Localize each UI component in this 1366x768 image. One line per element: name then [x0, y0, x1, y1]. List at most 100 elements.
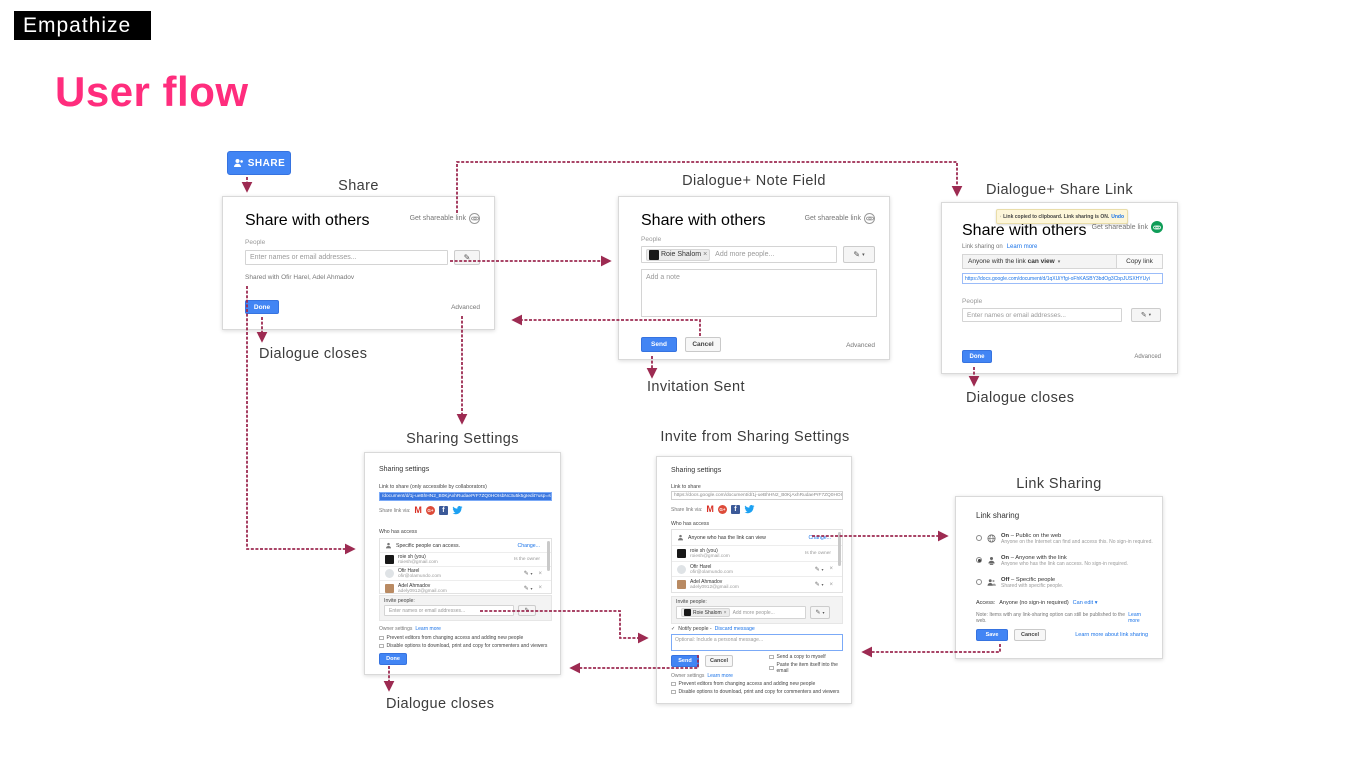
prevent-editors-checkbox[interactable] [379, 635, 384, 641]
checkbox-label: Disable options to download, print and c… [386, 643, 548, 649]
person-icon [385, 542, 392, 549]
remove-icon[interactable]: × [538, 585, 542, 591]
gmail-icon[interactable]: M [706, 504, 714, 514]
chip-remove-icon[interactable]: × [703, 251, 708, 258]
can-edit-dropdown[interactable]: Can edit ▾ [1072, 600, 1098, 606]
scrollbar[interactable] [547, 541, 550, 571]
radio-anyone-with-link[interactable] [976, 557, 982, 563]
facebook-icon[interactable]: f [730, 505, 740, 514]
person-row: roie sh (you) roiesh@gmail.com Is the ow… [380, 553, 551, 567]
avatar [677, 580, 686, 589]
radio-public-web[interactable] [976, 535, 982, 541]
learn-more-about-link-sharing[interactable]: Learn more about link sharing [1075, 632, 1148, 638]
edit-permission-button[interactable]: ✎ [518, 605, 536, 616]
people-input[interactable]: Enter names or email addresses... [245, 250, 448, 265]
flow-label-dialogue-closes-link: Dialogue closes [966, 390, 1075, 406]
edit-role-icon[interactable]: ✎ ▾ [814, 582, 824, 588]
send-copy-checkbox[interactable] [769, 654, 774, 660]
access-summary-row: Specific people can access. Change... [380, 539, 551, 553]
done-button[interactable]: Done [379, 653, 407, 665]
done-button[interactable]: Done [245, 300, 279, 314]
scrollbar[interactable] [838, 532, 841, 566]
cancel-button[interactable]: Cancel [1014, 629, 1046, 641]
twitter-icon[interactable] [744, 505, 755, 514]
people-input[interactable]: Roie Shalom × Add more people... [641, 246, 837, 263]
share-url-field[interactable]: https://docs.google.com/document/d/1j-ue… [671, 491, 843, 500]
avatar [385, 555, 394, 564]
twitter-icon[interactable] [452, 506, 463, 515]
note-textarea[interactable]: Add a note [641, 269, 877, 317]
person-chip[interactable]: Roie Shalom × [681, 608, 730, 617]
personal-message-textarea[interactable]: Optional: Include a personal message... [671, 634, 843, 651]
send-button[interactable]: Send [671, 655, 699, 667]
radio-specific-people[interactable] [976, 579, 982, 585]
googleplus-icon[interactable]: G+ [425, 506, 435, 515]
cancel-button[interactable]: Cancel [685, 337, 721, 352]
prevent-editors-checkbox[interactable] [671, 681, 676, 687]
link-person-icon [988, 556, 995, 565]
learn-more-link[interactable]: Learn more [707, 673, 733, 679]
chip-remove-icon[interactable]: × [723, 609, 727, 616]
get-shareable-link-label[interactable]: Get shareable link [409, 215, 466, 222]
flow-label-sharing-settings: Sharing Settings [406, 431, 519, 447]
disable-download-checkbox[interactable] [671, 689, 676, 695]
person-row: roie sh (you) roiesh@gmail.com Is the ow… [672, 546, 842, 562]
disable-download-checkbox[interactable] [379, 643, 384, 649]
share-url-field[interactable]: /document/d/1j-ueBhHN2_B0KjAxhRudaePrF7Z… [379, 492, 552, 501]
notify-check-icon[interactable]: ✓ [671, 626, 676, 632]
toast-undo-link[interactable]: Undo [1111, 213, 1124, 220]
edit-permission-button[interactable]: ✎ ▾ [1131, 308, 1161, 322]
access-list: Anyone who has the link can view Change.… [671, 529, 843, 593]
change-link[interactable]: Change... [808, 534, 832, 541]
save-button[interactable]: Save [976, 629, 1008, 641]
flow-label-dialogue-closes-share: Dialogue closes [259, 346, 368, 362]
learn-more-link[interactable]: Learn more [1128, 612, 1142, 624]
gmail-icon[interactable]: M [414, 505, 422, 515]
person-name: Adel Ahmadov [690, 579, 723, 585]
person-chip[interactable]: Roie Shalom × [646, 248, 711, 261]
paste-item-checkbox[interactable] [769, 665, 774, 671]
invite-input[interactable]: Roie Shalom × Add more people... [676, 606, 806, 619]
edit-role-icon[interactable]: ✎ ▾ [523, 585, 533, 592]
remove-icon[interactable]: × [829, 581, 833, 588]
change-link[interactable]: Change... [517, 542, 541, 549]
shareable-link-icon[interactable] [864, 213, 875, 224]
get-shareable-link-label[interactable]: Get shareable link [1091, 223, 1148, 231]
note-field-dialog: Share with others Get shareable link Peo… [618, 196, 890, 360]
learn-more-link[interactable]: Learn more [1006, 244, 1038, 250]
advanced-link[interactable]: Advanced [1134, 354, 1161, 360]
discard-message-link[interactable]: Discard message [714, 626, 755, 632]
who-has-access-label: Who has access [671, 521, 710, 527]
people-input[interactable]: Enter names or email addresses... [962, 308, 1122, 322]
person-row: Ofir Harel ofir@olamundo.com ✎ ▾ × [672, 562, 842, 577]
shareable-link-icon[interactable] [469, 213, 480, 224]
share-url-field[interactable]: https://docs.google.com/document/d/1qXUi… [962, 273, 1163, 284]
person-name: Ofir Harel [690, 563, 712, 570]
share-link-via-label: Share link via: [379, 507, 411, 514]
done-button[interactable]: Done [962, 350, 992, 363]
invite-input[interactable]: Enter names or email addresses... [384, 605, 514, 616]
learn-more-link[interactable]: Learn more [415, 626, 441, 632]
get-shareable-link-label[interactable]: Get shareable link [804, 215, 861, 222]
owner-note: Is the owner [513, 557, 540, 562]
chip-name: Roie Shalom [661, 251, 702, 258]
remove-icon[interactable]: × [829, 566, 833, 572]
send-button[interactable]: Send [641, 337, 677, 352]
publish-note: Note: Items with any link-sharing option… [976, 612, 1125, 624]
advanced-link[interactable]: Advanced [846, 342, 875, 349]
edit-permission-button[interactable]: ✎ ▾ [810, 606, 830, 619]
shareable-link-on-icon[interactable] [1151, 221, 1163, 233]
cancel-button[interactable]: Cancel [705, 655, 733, 667]
edit-role-icon[interactable]: ✎ ▾ [814, 566, 824, 573]
edit-role-icon[interactable]: ✎ ▾ [523, 571, 533, 577]
remove-icon[interactable]: × [538, 570, 542, 577]
edit-permission-button[interactable]: ✎ [454, 250, 480, 265]
link-permission-bar[interactable]: Anyone with the link can view ▾ Copy lin… [962, 254, 1163, 269]
advanced-link[interactable]: Advanced [451, 304, 480, 311]
facebook-icon[interactable]: f [438, 506, 448, 515]
access-summary-row: Anyone who has the link can view Change.… [672, 530, 842, 546]
edit-permission-button[interactable]: ✎ ▾ [843, 246, 875, 263]
copy-link-button[interactable]: Copy link [1116, 255, 1162, 268]
googleplus-icon[interactable]: G+ [717, 505, 727, 514]
share-button[interactable]: SHARE [227, 151, 291, 175]
